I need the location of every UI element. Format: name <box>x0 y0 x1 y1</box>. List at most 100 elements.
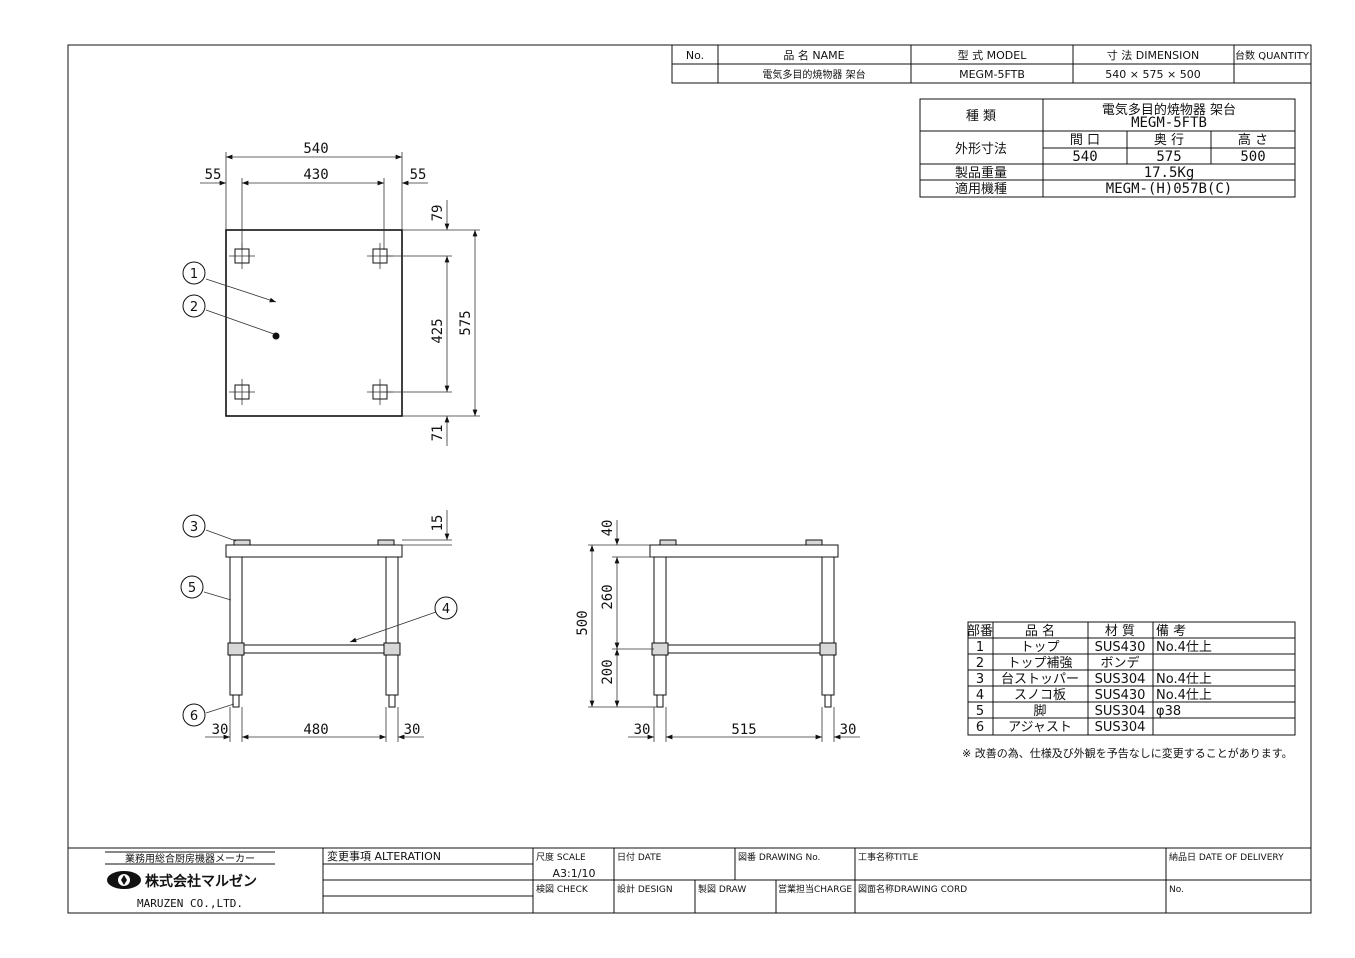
top-plate <box>225 544 403 558</box>
applicable-value: MEGM-(H)057B(C) <box>1106 181 1232 197</box>
part-balloon: 1 <box>182 261 206 285</box>
header-name: 品 名 NAME <box>783 48 844 62</box>
dim-front-right: 30 <box>404 722 421 738</box>
part-balloon: 2 <box>182 294 206 318</box>
stopper <box>377 539 395 546</box>
change-notice: ※ 改善の為、仕様及び外観を予告なしに変更することがあります。 <box>962 746 1293 760</box>
header-no: No. <box>686 49 704 62</box>
dim-top-front-offset: 79 <box>430 205 446 222</box>
leg <box>821 556 835 696</box>
parts-header: 品 名 <box>1025 623 1055 639</box>
parts-cell: No.4仕上 <box>1156 672 1212 687</box>
parts-cell: 脚 <box>1033 703 1046 719</box>
balloon-number: 1 <box>190 267 198 282</box>
parts-cell: 6 <box>976 720 984 735</box>
parts-cell: 1 <box>976 640 984 655</box>
top-view: 540 430 55 55 575 425 79 71 <box>200 141 480 446</box>
dim-side-h1: 40 <box>600 520 616 537</box>
alteration-label: 変更事項 ALTERATION <box>327 849 441 863</box>
part-balloons: 1 2 3 4 5 6 <box>180 261 458 727</box>
leg <box>229 556 243 696</box>
dim-top-back-offset: 71 <box>430 425 446 442</box>
dim-top-depth: 575 <box>458 310 474 335</box>
side-view: 500 40 260 200 30 515 30 <box>575 520 860 742</box>
scale-label: 尺度 SCALE <box>536 851 586 863</box>
part-balloon: 5 <box>180 575 204 599</box>
parts-cell: 3 <box>976 672 984 687</box>
width-value: 540 <box>1072 149 1097 165</box>
parts-cell: トップ補強 <box>1007 656 1072 671</box>
dim-top-width: 540 <box>303 141 328 157</box>
date-label: 日付 DATE <box>617 852 662 863</box>
weight-value: 17.5Kg <box>1144 165 1195 181</box>
leg <box>653 556 667 696</box>
reinforcement-marker <box>272 332 280 340</box>
parts-cell: φ38 <box>1156 704 1181 719</box>
width-label: 間 口 <box>1070 133 1100 148</box>
stopper <box>233 539 251 546</box>
type-value: 電気多目的焼物器 架台 <box>1102 102 1236 118</box>
header-dimension: 寸 法 DIMENSION <box>1107 48 1200 62</box>
dim-stopper-height: 15 <box>430 515 446 532</box>
parts-cell: SUS304 <box>1095 672 1146 687</box>
depth-label: 奥 行 <box>1154 133 1184 148</box>
product-model: MEGM-5FTB <box>959 68 1025 81</box>
parts-cell: 2 <box>976 656 984 671</box>
dim-top-inner-depth: 425 <box>430 318 446 343</box>
parts-cell: 5 <box>976 704 984 719</box>
shelf-board <box>241 644 387 654</box>
dim-top-left-offset: 55 <box>205 167 222 183</box>
parts-header: 部番 <box>967 624 993 639</box>
delivery-label: 納品日 DATE OF DELIVERY <box>1169 851 1284 863</box>
maruzen-logo-icon <box>107 871 141 889</box>
height-label: 高 さ <box>1238 132 1268 148</box>
parts-cell: SUS430 <box>1095 688 1146 703</box>
parts-cell: SUS304 <box>1095 704 1146 719</box>
part-balloon: 3 <box>182 514 206 538</box>
parts-header: 備 考 <box>1156 623 1186 639</box>
weight-label: 製品重量 <box>955 165 1007 181</box>
parts-cell: 台ストッパー <box>1001 672 1079 687</box>
adjuster <box>232 694 240 708</box>
dim-side-h2: 260 <box>600 584 616 609</box>
part-balloon: 4 <box>434 596 458 620</box>
product-name: 電気多目的焼物器 架台 <box>762 68 865 81</box>
delivery-no-label: No. <box>1169 885 1184 895</box>
title-label: 工事名称TITLE <box>858 851 919 863</box>
type-label: 種 類 <box>966 108 996 124</box>
height-value: 500 <box>1240 149 1265 165</box>
check-label: 検図 CHECK <box>536 883 589 895</box>
draw-label: 製図 DRAW <box>698 883 746 895</box>
dim-top-right-offset: 55 <box>410 167 427 183</box>
drawing-frame <box>67 44 1312 914</box>
spec-table: 種 類 電気多目的焼物器 架台 MEGM-5FTB 外形寸法 間 口 奥 行 高… <box>919 98 1296 198</box>
adjuster <box>388 694 396 708</box>
header-quantity: 台数 QUANTITY <box>1235 49 1310 62</box>
product-dimension: 540 × 575 × 500 <box>1105 68 1200 81</box>
parts-cell: 4 <box>976 688 984 703</box>
dim-front-span: 480 <box>303 722 328 738</box>
title-block: 業務用総合厨房機器メーカー 株式会社マルゼン MARUZEN CO.,LTD. … <box>68 847 1311 913</box>
dim-front-left: 30 <box>212 722 229 738</box>
drawing-no-label: 図番 DRAWING No. <box>738 851 820 863</box>
depth-value: 575 <box>1156 149 1181 165</box>
dim-top-inner-width: 430 <box>303 167 328 183</box>
dim-side-right: 30 <box>840 722 857 738</box>
parts-cell: スノコ板 <box>1014 688 1066 703</box>
dim-side-total-height: 500 <box>575 610 591 635</box>
parts-cell: トップ <box>1020 640 1059 655</box>
balloon-number: 2 <box>190 300 198 315</box>
balloon-number: 6 <box>190 709 198 724</box>
company-name-en: MARUZEN CO.,LTD. <box>137 897 243 910</box>
design-label: 設計 DESIGN <box>617 883 673 895</box>
header-model: 型 式 MODEL <box>958 48 1028 62</box>
parts-cell: アジャスト <box>1008 720 1072 735</box>
parts-cell: SUS430 <box>1095 640 1146 655</box>
front-view: 15 30 480 30 <box>203 510 452 742</box>
parts-header: 材 質 <box>1105 624 1135 639</box>
header-table: No. 品 名 NAME 型 式 MODEL 寸 法 DIMENSION 台数 … <box>671 44 1312 84</box>
outer-dim-label: 外形寸法 <box>955 142 1007 157</box>
parts-cell: No.4仕上 <box>1156 640 1212 655</box>
